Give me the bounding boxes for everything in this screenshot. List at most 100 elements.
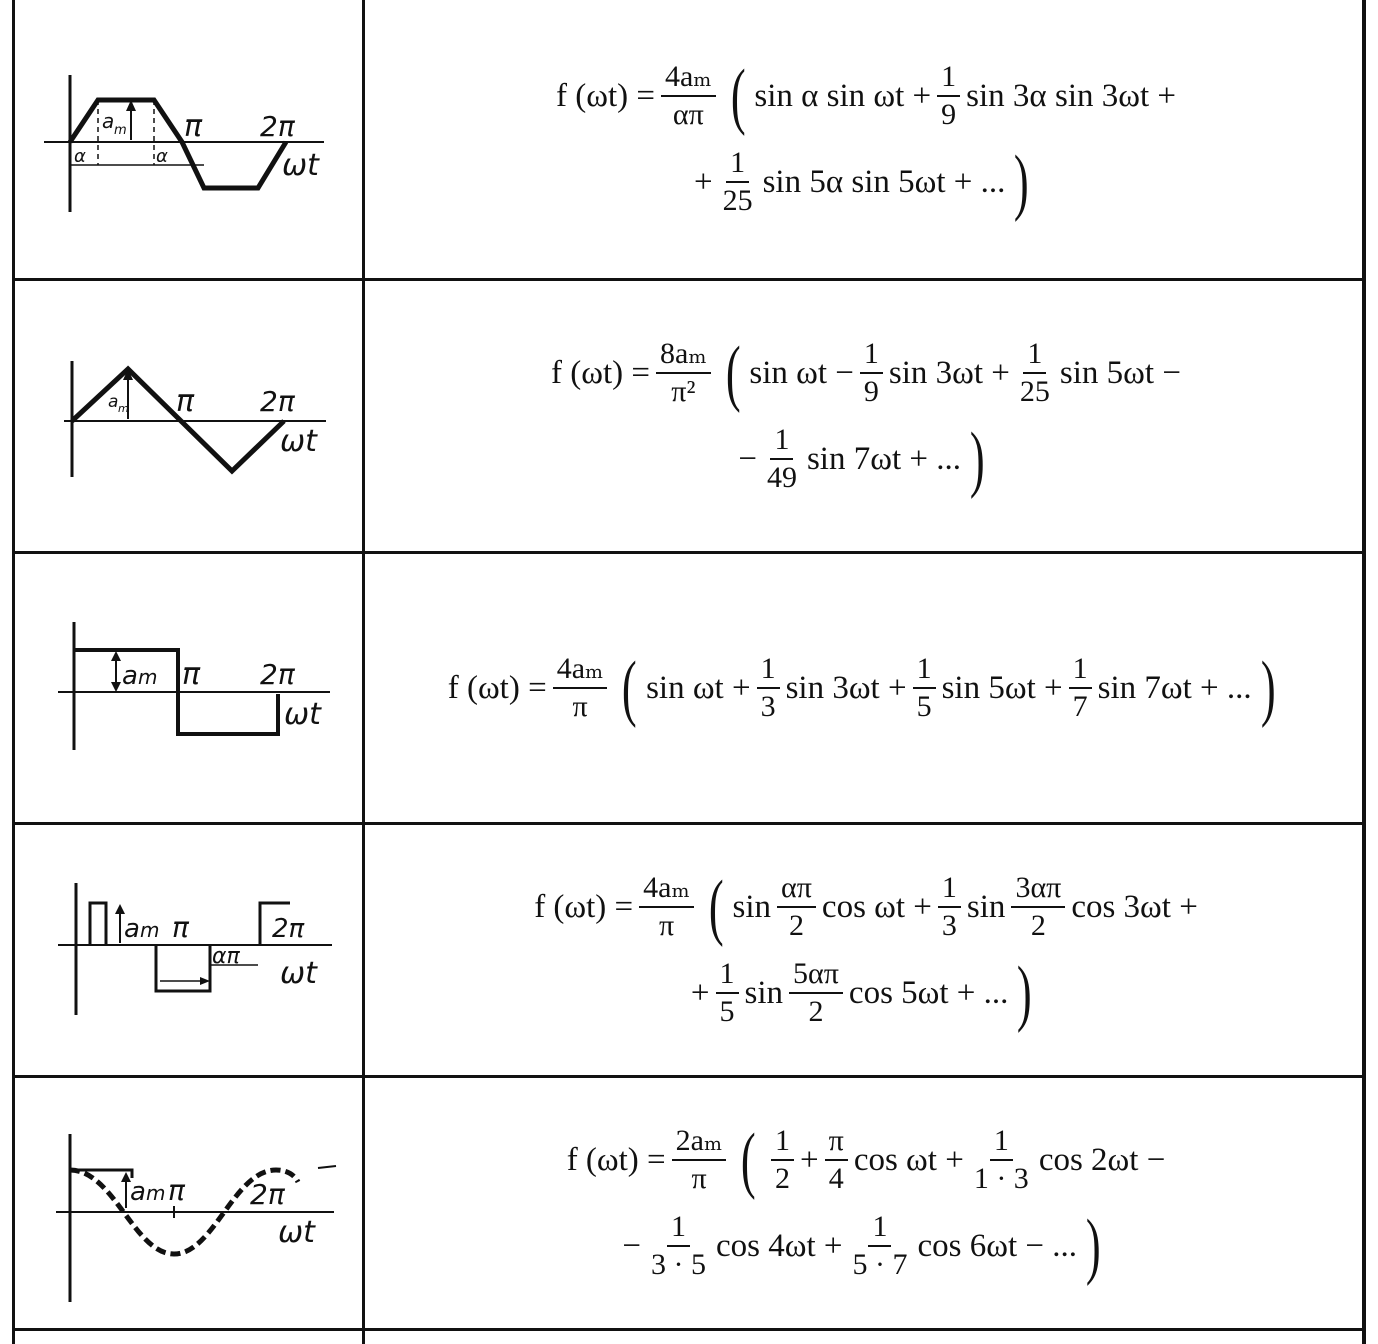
series-sign: − (738, 440, 757, 477)
function-lhs: f (ωt) = (447, 669, 547, 706)
series-term: sin 3α sin 3ωt + (966, 77, 1176, 114)
pi-label: π (184, 109, 203, 144)
column-divider (362, 0, 365, 1344)
amplitude-label: a (108, 392, 118, 412)
pi-label: π (176, 384, 195, 419)
axis-label: ωt (282, 148, 320, 183)
pulse-waveform-graph: a m π 2π απ ωt (14, 825, 364, 1075)
row-divider (12, 1075, 1366, 1078)
series-term: sin 7ωt + ... (806, 440, 961, 477)
amplitude-subscript: m (114, 123, 127, 138)
series-term: sin α sin ωt + (754, 77, 932, 114)
axis-label: ωt (280, 956, 318, 991)
function-lhs: f (ωt) = (556, 77, 655, 114)
open-paren: ( (708, 865, 724, 948)
pi-label: π (182, 657, 201, 692)
series-sign: + (693, 163, 713, 200)
series-term: sin ωt + (646, 669, 751, 706)
table-right-border (1362, 0, 1366, 1344)
amplitude-label: a (102, 109, 114, 133)
series-term: cos 5ωt + ... (848, 974, 1009, 1011)
amplitude-label: a (124, 914, 140, 944)
series-sign: + (690, 974, 710, 1011)
two-pi-label: 2π (272, 914, 305, 944)
square-waveform-graph: a m π 2π ωt (14, 554, 364, 822)
row-divider (12, 1328, 1366, 1331)
close-paren: ) (1085, 1204, 1101, 1287)
series-term: cos 3ωt + (1071, 888, 1198, 925)
function-lhs: f (ωt) = (534, 888, 634, 925)
axis-label: ωt (278, 1215, 316, 1250)
two-pi-label: 2π (250, 1178, 286, 1211)
row-divider (12, 278, 1366, 281)
open-paren: ( (741, 1118, 757, 1201)
series-term: sin 3ωt + (785, 669, 907, 706)
series-term: sin 7ωt + ... (1097, 669, 1252, 706)
open-paren: ( (725, 331, 741, 414)
table-left-border (12, 0, 15, 1344)
alpha-label: α (74, 146, 86, 167)
series-term: cos ωt + (821, 888, 932, 925)
series-term: cos 4ωt + (715, 1227, 843, 1264)
rectified-wave-graph: a m π 2π ωt (14, 1078, 364, 1328)
close-paren: ) (1017, 951, 1033, 1034)
series-term: cos 2ωt − (1038, 1141, 1166, 1178)
amplitude-subscript: m (146, 1181, 165, 1205)
two-pi-label: 2π (260, 385, 296, 418)
row-divider (12, 822, 1366, 825)
series-term: sin (966, 888, 1006, 925)
axis-label: ωt (284, 697, 322, 732)
series-term: cos 6ωt − ... (917, 1227, 1077, 1264)
close-paren: ) (1260, 646, 1276, 729)
series-term: sin 3ωt + (888, 354, 1010, 391)
alpha-label: α (156, 146, 168, 167)
two-pi-label: 2π (260, 658, 296, 691)
trapezoid-waveform-graph: a m α α π 2π ωt (14, 0, 364, 278)
amplitude-subscript: m (138, 665, 157, 689)
two-pi-label: 2π (260, 110, 296, 143)
function-lhs: f (ωt) = (566, 1141, 666, 1178)
close-paren: ) (1014, 140, 1030, 223)
pi-label: π (168, 1174, 186, 1207)
series-term: cos ωt + (853, 1141, 964, 1178)
series-term: sin 5ωt + (941, 669, 1063, 706)
alpha-pi-label: απ (212, 944, 241, 969)
close-paren: ) (969, 417, 985, 500)
pi-label: π (172, 911, 190, 944)
open-paren: ( (730, 54, 746, 137)
amplitude-label: a (130, 1177, 146, 1207)
triangle-waveform-graph: a m π 2π ωt (14, 281, 364, 551)
row-divider (12, 551, 1366, 554)
